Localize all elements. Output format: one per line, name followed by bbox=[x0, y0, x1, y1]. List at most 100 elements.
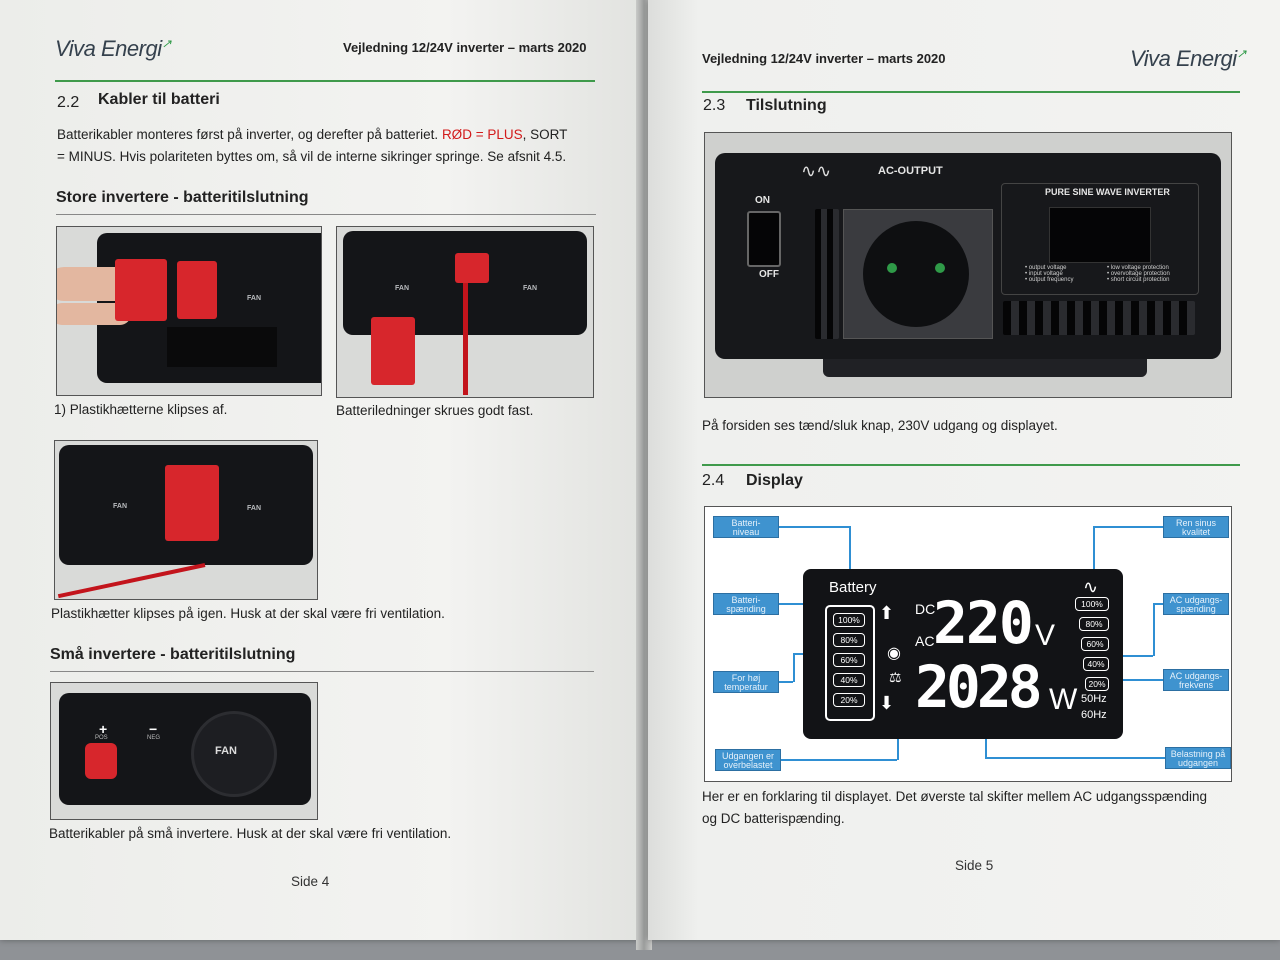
display-explanation-line2: og DC batterispænding. bbox=[702, 811, 845, 826]
on-label: ON bbox=[755, 195, 770, 206]
fan-grill bbox=[191, 711, 277, 797]
caption-small-inverter: Batterikabler på små invertere. Husk at … bbox=[49, 826, 452, 841]
page-number-left: Side 4 bbox=[291, 874, 330, 889]
fan-label: FAN bbox=[247, 505, 261, 512]
terminal-block bbox=[167, 327, 277, 367]
sine-wave-icon: ∿∿ bbox=[801, 161, 832, 181]
socket-pin bbox=[935, 263, 945, 273]
temperature-icon: ◉ bbox=[887, 645, 901, 662]
fan-label: FAN bbox=[247, 295, 261, 302]
callout-ac-frekvens: AC udgangs-frekvens bbox=[1163, 669, 1229, 691]
header-rule bbox=[702, 91, 1240, 93]
connector-line bbox=[1153, 603, 1155, 656]
voltage-readout: 220 bbox=[933, 589, 1034, 657]
legend-item: low voltage protection bbox=[1110, 265, 1169, 271]
page-number-right: Side 5 bbox=[955, 858, 994, 873]
connector-line bbox=[1093, 526, 1095, 578]
red-battery-cap bbox=[455, 253, 489, 283]
power-switch bbox=[747, 211, 781, 267]
battery-level: 80% bbox=[833, 633, 865, 647]
battery-level: 100% bbox=[833, 613, 865, 627]
load-level: 40% bbox=[1083, 657, 1109, 671]
caption-tighten-cables: Batteriledninger skrues godt fast. bbox=[336, 403, 534, 418]
intro-text-2: , SORT bbox=[522, 127, 568, 142]
minus-symbol: − bbox=[149, 721, 158, 737]
red-battery-cap bbox=[371, 317, 415, 385]
callout-batterispaending: Batteri-spænding bbox=[713, 593, 779, 615]
photo-caps-on: FAN FAN bbox=[54, 440, 318, 600]
callout-ac-spaending: AC udgangs-spænding bbox=[1163, 593, 1229, 615]
section-rule bbox=[702, 464, 1240, 466]
plus-symbol: + bbox=[99, 721, 108, 737]
watts-readout: 2028 bbox=[915, 653, 1043, 721]
up-arrow-icon: ⬆ bbox=[879, 603, 895, 623]
header-rule bbox=[55, 80, 595, 82]
section-title: Kabler til batteri bbox=[98, 91, 220, 108]
left-page: Viva Energi↗ Vejledning 12/24V inverter … bbox=[0, 0, 640, 940]
section-title: Tilslutning bbox=[746, 97, 827, 114]
fan-label: FAN bbox=[113, 503, 127, 510]
brand-logo: Viva Energi↗ bbox=[1130, 46, 1247, 71]
sine-wave-icon: ∿ bbox=[1083, 577, 1099, 597]
subsection-rule bbox=[56, 214, 596, 215]
small-inverter-title: Små invertere - batteritilslutning bbox=[50, 646, 296, 663]
display-explanation: Her er en forklaring til displayet. Det … bbox=[702, 786, 1262, 830]
pos-label: POS bbox=[95, 735, 108, 741]
inverter-base bbox=[823, 359, 1147, 377]
section-title: Display bbox=[746, 472, 803, 489]
battery-level: 60% bbox=[833, 653, 865, 667]
display-explanation-line1: Her er en forklaring til displayet. Det … bbox=[702, 789, 1207, 804]
socket-pin bbox=[887, 263, 897, 273]
red-battery-cap bbox=[177, 261, 217, 319]
connector-line bbox=[1093, 526, 1163, 528]
load-level: 60% bbox=[1081, 637, 1109, 651]
hz60-label: 60Hz bbox=[1081, 709, 1107, 721]
battery-outline bbox=[825, 605, 875, 721]
subsection-rule bbox=[50, 671, 594, 672]
legend-item: input voltage bbox=[1028, 271, 1063, 277]
caption-front-panel: På forsiden ses tænd/sluk knap, 230V udg… bbox=[702, 418, 1058, 433]
section-number: 2.4 bbox=[702, 472, 725, 489]
down-arrow-icon: ⬇ bbox=[879, 693, 895, 713]
caption-remove-caps: 1) Plastikhætterne klipses af. bbox=[54, 402, 228, 417]
legend-item: short circuit protection bbox=[1110, 277, 1170, 283]
intro-paragraph: Batterikabler monteres først på inverter… bbox=[57, 124, 597, 168]
load-level: 100% bbox=[1075, 597, 1109, 611]
fan-label: FAN bbox=[395, 285, 409, 292]
watts-unit: W bbox=[1049, 683, 1078, 716]
legend-item: output voltage bbox=[1028, 265, 1067, 271]
battery-level: 20% bbox=[833, 693, 865, 707]
section-number: 2.3 bbox=[703, 97, 726, 114]
connector-line bbox=[1111, 679, 1163, 681]
battery-level: 40% bbox=[833, 673, 865, 687]
hz50-label: 50Hz bbox=[1081, 693, 1107, 705]
fan-label: FAN bbox=[215, 745, 237, 757]
photo-front-panel: ∿∿ AC-OUTPUT ON OFF PURE SINE WAVE INVER… bbox=[704, 132, 1232, 398]
load-level: 20% bbox=[1085, 677, 1109, 691]
section-number: 2.2 bbox=[57, 94, 80, 111]
large-inverter-title: Store invertere - batteritilslutning bbox=[56, 189, 309, 206]
right-page: Vejledning 12/24V inverter – marts 2020 … bbox=[648, 0, 1280, 940]
red-cable bbox=[463, 283, 468, 395]
caption-caps-on: Plastikhætter klipses på igen. Husk at d… bbox=[51, 606, 445, 621]
red-cable bbox=[57, 563, 206, 599]
photo-remove-caps: FAN bbox=[56, 226, 322, 396]
ac-output-label: AC-OUTPUT bbox=[878, 165, 943, 177]
connector-line bbox=[781, 759, 897, 761]
callout-batteriniveau: Batteri-niveau bbox=[713, 516, 779, 538]
hand bbox=[57, 303, 131, 325]
fan-label: FAN bbox=[523, 285, 537, 292]
polarity-red-text: RØD = PLUS bbox=[441, 127, 523, 142]
neg-label: NEG bbox=[147, 735, 161, 741]
legend-item: overvoltage protection bbox=[1110, 271, 1170, 277]
connector-line bbox=[793, 653, 795, 682]
photo-tighten-cables: FAN FAN bbox=[336, 226, 594, 398]
overload-icon: ⚖ bbox=[889, 669, 902, 685]
connector-line bbox=[779, 526, 849, 528]
connector-line bbox=[779, 681, 793, 683]
connector-line bbox=[849, 526, 851, 590]
